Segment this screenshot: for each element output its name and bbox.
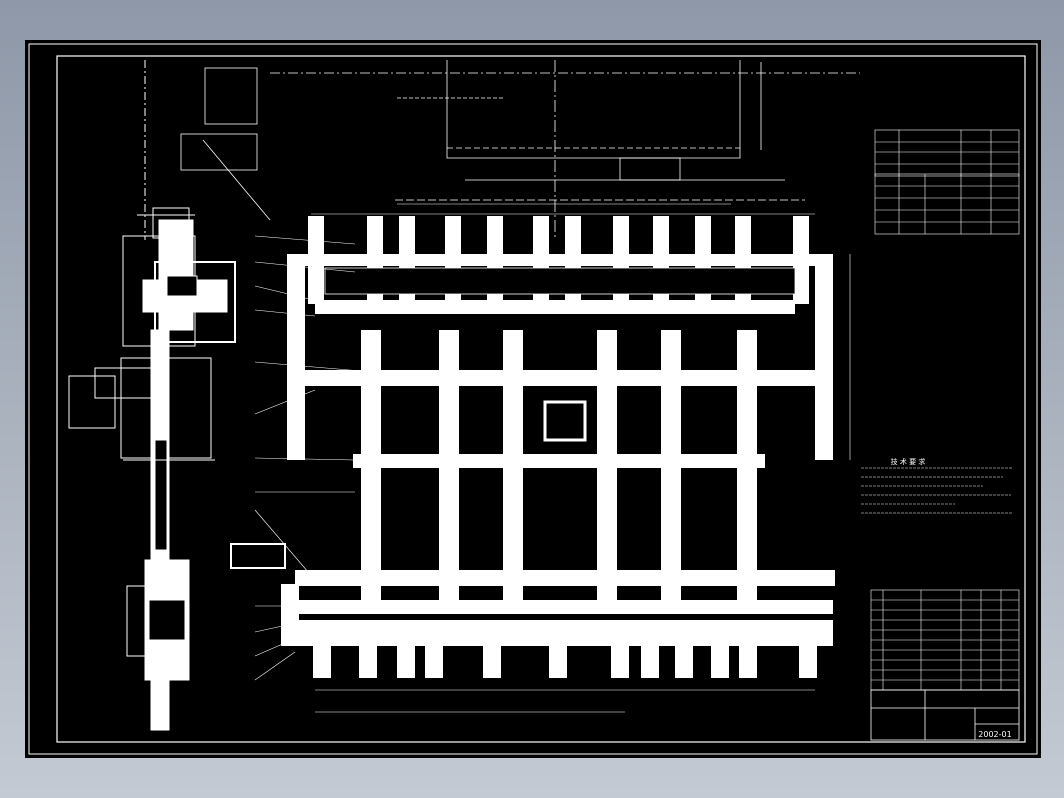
mechanical-assembly-drawing: 技 术 要 求 2002-01 [28, 43, 1038, 755]
tech-req-title: 技 术 要 求 [891, 457, 926, 466]
parameter-table-2 [874, 173, 1020, 235]
upper-rail [315, 300, 795, 314]
title-block [870, 689, 1020, 741]
outer-frame [28, 43, 1038, 755]
parameter-table-1 [874, 129, 1020, 177]
technical-requirements: 技 术 要 求 [861, 457, 1013, 514]
main-front-view [230, 216, 835, 678]
leader-lines [254, 235, 374, 681]
left-side-view [68, 60, 236, 731]
dimension-lines [311, 203, 851, 713]
cad-drawing-sheet: 技 术 要 求 2002-01 [25, 40, 1041, 758]
drawing-number: 2002-01 [978, 730, 1011, 739]
bottom-post-group [313, 640, 817, 678]
lower-rail [295, 570, 835, 586]
middle-crossbar [353, 454, 765, 468]
parts-list-table [870, 589, 1020, 691]
inner-frame [56, 55, 1026, 743]
top-outline-view [180, 60, 860, 240]
